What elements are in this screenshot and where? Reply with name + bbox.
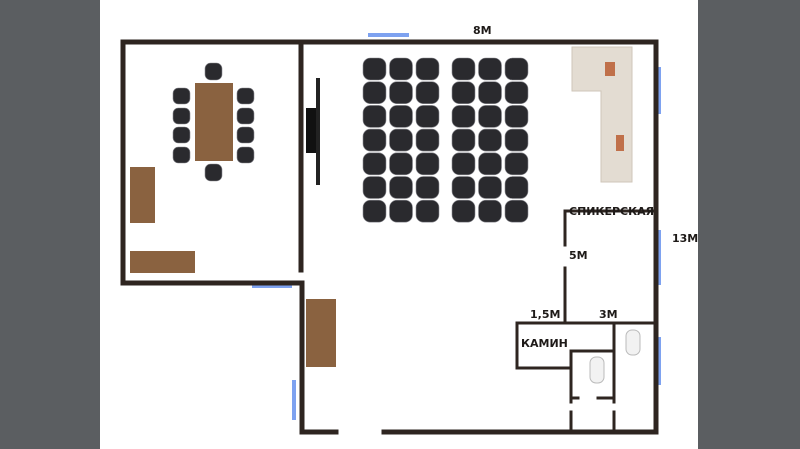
width-dimension: 8М [473, 24, 492, 37]
audience-chair [362, 57, 387, 81]
audience-chair [478, 105, 502, 128]
speaker-room-dimension: 5М [569, 249, 588, 262]
dining-chair [172, 107, 191, 125]
audience-chair [415, 152, 440, 176]
sofa-pillow [605, 62, 615, 76]
audience-chair [504, 105, 529, 128]
speaker-room-wall [563, 209, 658, 325]
audience-chair [415, 176, 440, 199]
audience-chair [478, 152, 502, 176]
dining-table [195, 83, 233, 161]
audience-chair [451, 176, 476, 199]
audience-chair [415, 81, 440, 104]
audience-chair [504, 199, 529, 223]
window [657, 337, 661, 385]
audience-chair [504, 152, 529, 176]
dining-chair [172, 87, 191, 105]
window [292, 380, 296, 420]
windows [252, 33, 661, 420]
chairs [172, 57, 529, 223]
outer-wall [120, 39, 659, 435]
audience-chair [504, 176, 529, 199]
toilet [589, 356, 605, 384]
window [657, 230, 661, 285]
audience-chair [389, 176, 413, 199]
audience-chair [478, 128, 502, 152]
dining-chair [172, 126, 191, 144]
audience-chair [362, 105, 387, 128]
walls [120, 39, 659, 435]
audience-chair [478, 81, 502, 104]
audience-chair [451, 199, 476, 223]
audience-chair [478, 57, 502, 81]
fireplace-label: КАМИН [521, 337, 568, 350]
speaker-room-label: СПИКЕРСКАЯ [569, 205, 654, 218]
dining-chair [236, 126, 255, 144]
audience-chair [389, 105, 413, 128]
audience-chair [415, 128, 440, 152]
window [657, 67, 661, 114]
sofa [571, 46, 633, 183]
height-dimension: 13М [672, 232, 698, 245]
fireplace-wall [515, 321, 658, 434]
audience-chair [362, 152, 387, 176]
dining-chair [172, 146, 191, 164]
audience-chair [415, 105, 440, 128]
audience-chair [451, 128, 476, 152]
audience-chair [451, 105, 476, 128]
side-table [130, 167, 155, 223]
audience-chair [362, 199, 387, 223]
audience-chair [451, 57, 476, 81]
audience-chair [362, 128, 387, 152]
audience-chair [504, 128, 529, 152]
labels: 8М 13М СПИКЕРСКАЯ 5М 1,5М 3М КАМИН [473, 24, 698, 350]
dining-chair [236, 146, 255, 164]
dining-chair [236, 87, 255, 105]
dining-chair [204, 62, 223, 81]
sofa-pillow [616, 135, 624, 151]
toilet [625, 329, 641, 356]
audience-chair [362, 176, 387, 199]
window [252, 284, 292, 288]
audience-chair [415, 57, 440, 81]
audience-chair [451, 81, 476, 104]
side-table [130, 251, 195, 273]
audience-chair [478, 176, 502, 199]
dining-chair [236, 107, 255, 125]
window [368, 33, 409, 37]
audience-chair [389, 199, 413, 223]
audience-chair [504, 57, 529, 81]
audience-chair [389, 57, 413, 81]
hall-table [306, 299, 336, 367]
audience-chair [389, 81, 413, 104]
audience-chair [389, 152, 413, 176]
audience-chair [389, 128, 413, 152]
furniture [130, 46, 641, 384]
fireplace-dimension-left: 1,5М [530, 308, 560, 321]
fireplace-dimension-right: 3М [599, 308, 618, 321]
tv-screen [316, 78, 320, 185]
audience-chair [478, 199, 502, 223]
dining-chair [204, 163, 223, 182]
audience-chair [362, 81, 387, 104]
audience-chair [451, 152, 476, 176]
audience-chair [415, 199, 440, 223]
audience-chair [504, 81, 529, 104]
